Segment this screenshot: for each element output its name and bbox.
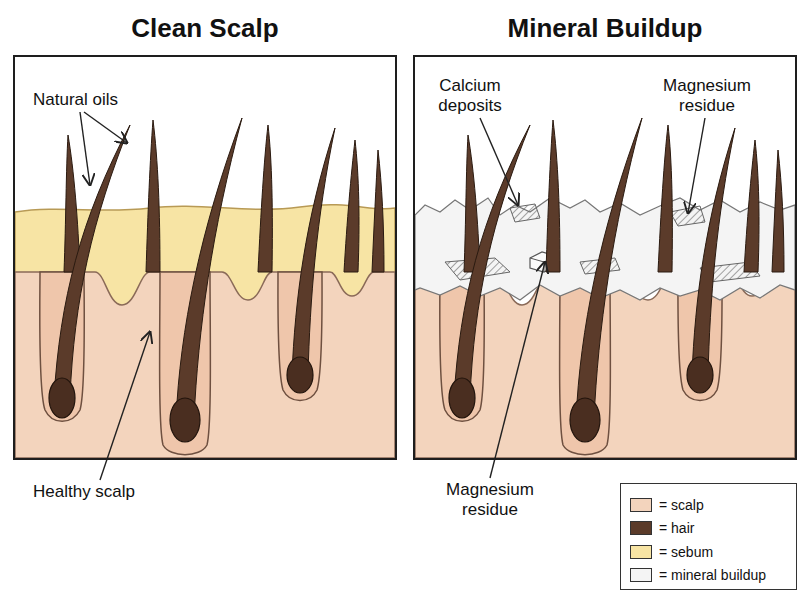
- legend-entry: = scalp: [630, 493, 796, 517]
- hair-group: [49, 118, 384, 442]
- hair-group: [449, 118, 784, 442]
- clean-panel-art: [15, 118, 395, 458]
- leader-line: [100, 332, 150, 480]
- legend-entry: = hair: [630, 517, 796, 541]
- leader-line: [490, 262, 545, 478]
- legend-text: = hair: [659, 520, 694, 536]
- leader-line: [480, 118, 518, 205]
- panel-heading: Clean Scalp: [15, 13, 395, 43]
- legend-text: = scalp: [659, 497, 704, 513]
- panel-box: Mineral Buildup: [413, 55, 797, 460]
- legend-entry: = mineral buildup: [630, 564, 796, 588]
- leader-line: [80, 112, 90, 185]
- callout-label: Calcium deposits: [425, 76, 515, 116]
- mineral-patch: [670, 206, 705, 226]
- legend-box: = scalp = hair = sebum = mineral buildup: [620, 483, 797, 590]
- legend-swatch: [630, 521, 652, 535]
- legend-text: = mineral buildup: [659, 567, 766, 583]
- callout-label: Magnesium residue: [435, 480, 545, 520]
- callout-label: Magnesium residue: [652, 76, 762, 116]
- legend-swatch: [630, 498, 652, 512]
- buildup-panel-art: [415, 118, 795, 458]
- legend-text: = sebum: [659, 544, 713, 560]
- panel-box: Clean Scalp: [13, 55, 397, 460]
- callout-label: Natural oils: [33, 90, 118, 110]
- mineral-patch: [510, 204, 540, 222]
- legend-entry: = sebum: [630, 540, 796, 564]
- leader-line: [688, 118, 705, 213]
- legend-swatch: [630, 545, 652, 559]
- leader-line: [84, 112, 127, 143]
- callout-label: Healthy scalp: [33, 482, 135, 502]
- legend-swatch: [630, 568, 652, 582]
- panel-heading: Mineral Buildup: [415, 13, 795, 43]
